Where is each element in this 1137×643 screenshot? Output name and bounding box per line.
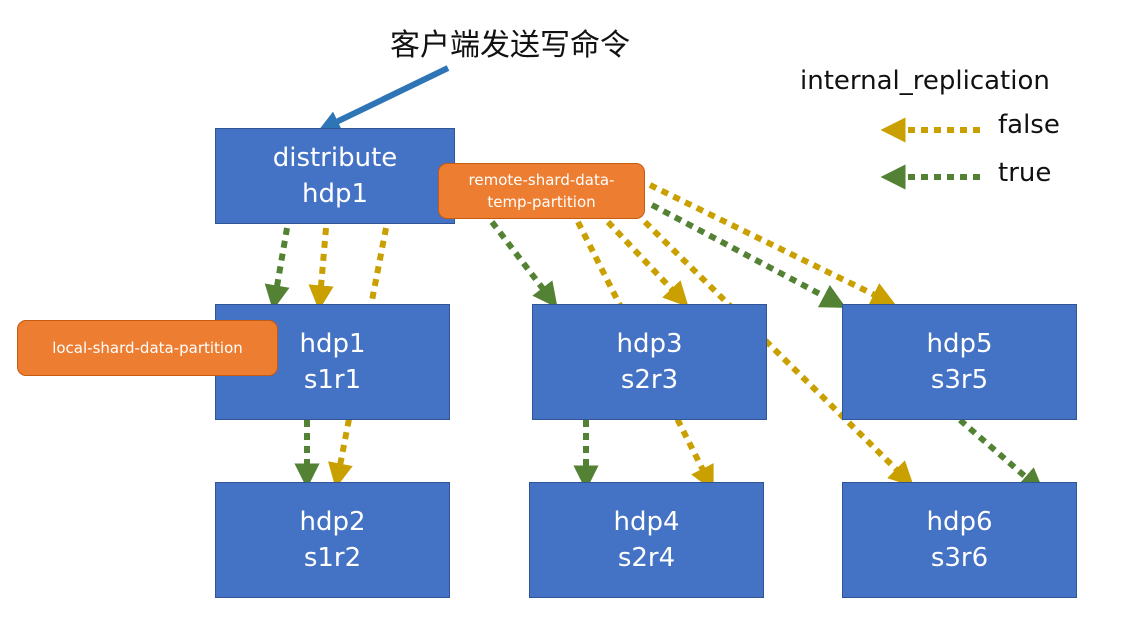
node-line2: s3r5 — [930, 365, 989, 395]
node-line1: hdp5 — [926, 329, 993, 359]
node-line1: hdp2 — [299, 507, 366, 537]
node-line2: s1r2 — [303, 543, 362, 573]
tag-local-shard-data-partition: local-shard-data-partition — [17, 320, 278, 376]
node-hdp6-s3r6: hdp6 s3r6 — [842, 482, 1077, 598]
tag-line2: temp-partition — [487, 193, 596, 211]
node-line2: s2r4 — [617, 543, 676, 573]
node-line2: hdp1 — [301, 179, 369, 209]
node-distribute-hdp1: distribute hdp1 — [215, 128, 455, 224]
tag-line1: local-shard-data-partition — [52, 339, 243, 357]
node-hdp3-s2r3: hdp3 s2r3 — [532, 304, 767, 420]
legend-false-label: false — [998, 110, 1060, 140]
node-line1: hdp4 — [613, 507, 680, 537]
arrow-hdp5-to-hdp6-true — [958, 417, 1045, 494]
client-write-arrow — [318, 65, 450, 132]
node-hdp5-s3r5: hdp5 s3r5 — [842, 304, 1077, 420]
node-line2: s2r3 — [620, 365, 679, 395]
node-hdp4-s2r4: hdp4 s2r4 — [529, 482, 764, 598]
arrow-remote-to-hdp5-false — [648, 182, 897, 306]
legend-true-label: true — [998, 158, 1052, 188]
node-line2: s3r6 — [930, 543, 989, 573]
node-line2: s1r1 — [303, 365, 362, 395]
arrow-distribute-to-hdp1-true — [264, 227, 290, 311]
arrow-distribute-to-hdp2-false — [328, 227, 389, 489]
arrow-remote-to-hdp3-false — [605, 219, 689, 308]
legend-heading: internal_replication — [800, 66, 1050, 96]
arrow-remote-to-hdp5-true — [650, 202, 847, 308]
node-hdp2-s1r2: hdp2 s1r2 — [215, 482, 450, 598]
node-line1: distribute — [272, 143, 398, 173]
tag-remote-shard-data-temp-partition: remote-shard-data- temp-partition — [438, 163, 645, 219]
node-line1: hdp6 — [926, 507, 993, 537]
diagram-title: 客户端发送写命令 — [390, 28, 630, 63]
arrow-distribute-to-hdp1-false — [308, 227, 334, 311]
tag-line1: remote-shard-data- — [468, 171, 615, 189]
node-line1: hdp3 — [616, 329, 683, 359]
node-line1: hdp1 — [299, 329, 366, 359]
arrow-remote-to-hdp6-false — [642, 219, 914, 487]
arrow-remote-to-hdp3-true — [489, 220, 558, 309]
